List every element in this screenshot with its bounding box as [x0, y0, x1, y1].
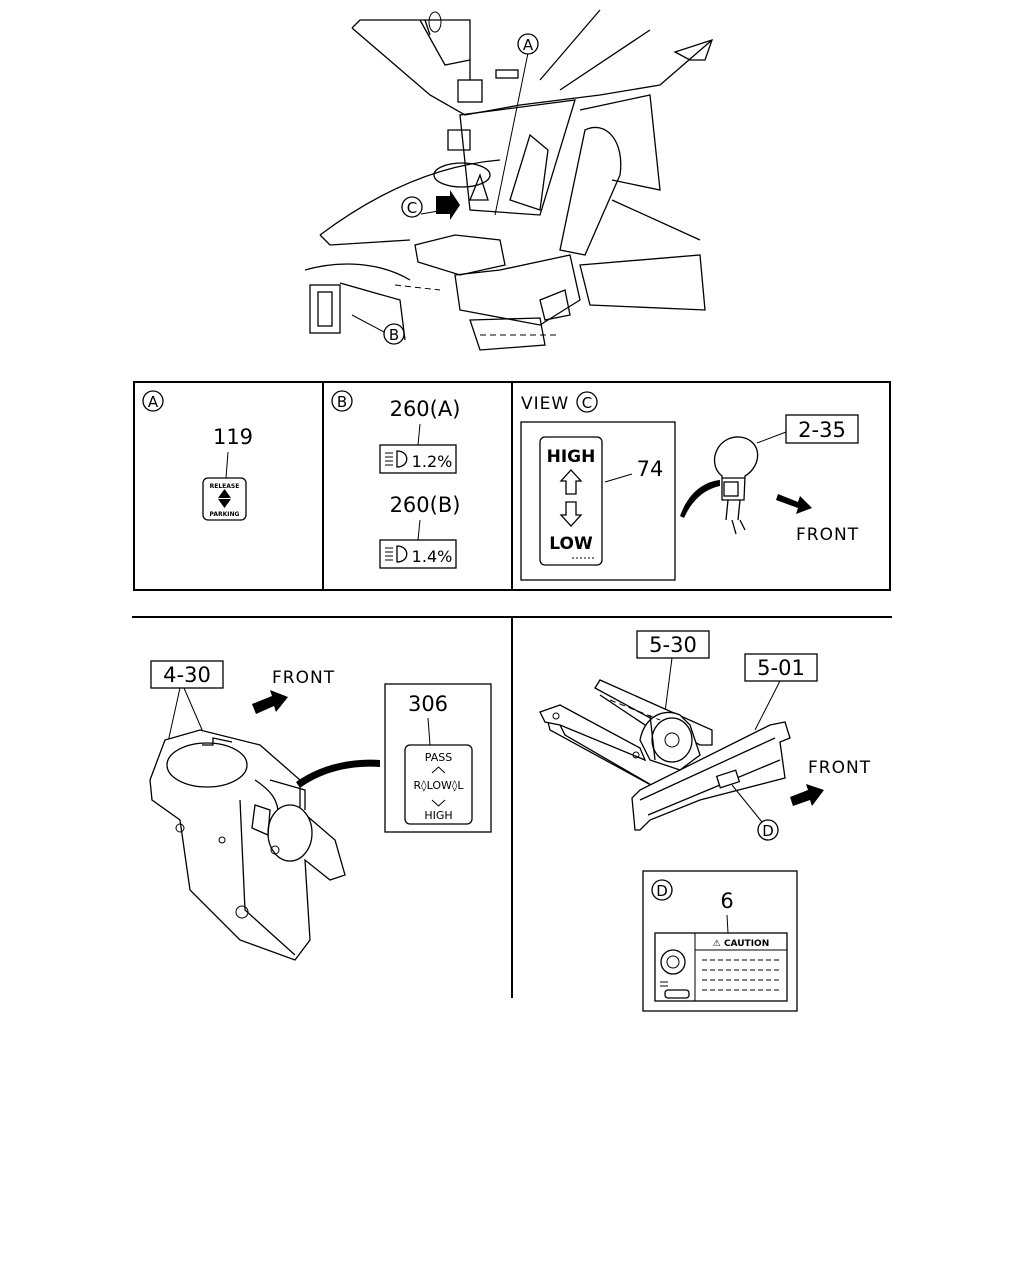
- panel-a-letter: A: [148, 393, 159, 411]
- frame-rail: [539, 679, 791, 831]
- release-text: RELEASE: [210, 483, 240, 490]
- callout-a: A: [523, 36, 534, 54]
- panel-d-frame: [642, 870, 798, 1012]
- front-arrow-icon: [252, 690, 288, 714]
- down-arrow-icon: [559, 501, 583, 527]
- column-bracket: [149, 729, 346, 961]
- callout-d: D: [762, 822, 774, 840]
- dimmer-switch-inset: [384, 683, 492, 833]
- panel-a: A 119 RELEASE PARKING: [142, 390, 253, 521]
- callout-c: C: [407, 199, 417, 217]
- aim-value-a: 1.2%: [412, 452, 453, 471]
- parking-text: PARKING: [210, 511, 240, 518]
- callout-b: B: [389, 326, 399, 344]
- front-label-c: FRONT: [796, 525, 859, 545]
- panel-b-letter: B: [337, 393, 347, 411]
- part-number-306: 306: [408, 692, 448, 716]
- part-number-2-35: 2-35: [798, 418, 846, 442]
- panel-4-30: 4-30 FRONT 306 PASS R◊LOW◊L: [149, 660, 492, 961]
- high-low-plate: [539, 436, 603, 566]
- front-label-5-01: FRONT: [808, 758, 871, 778]
- part-number-5-30: 5-30: [649, 633, 697, 657]
- part-number-box-5-01: [744, 653, 818, 682]
- low-text: R◊LOW◊L: [414, 779, 465, 792]
- front-label-4-30: FRONT: [272, 668, 335, 688]
- chevron-down-icon: [431, 799, 446, 807]
- panel-c-letter: C: [582, 394, 592, 412]
- cab-interior-overview: A C B: [304, 9, 714, 351]
- view-word: VIEW: [521, 394, 569, 414]
- panel-d-letter: D: [656, 882, 668, 900]
- part-number-box-4-30: [150, 660, 224, 689]
- crossmember-mount: [639, 711, 701, 771]
- panel-b: B 260(A) 1.2% 260(B) 1.4%: [331, 390, 461, 569]
- pass-text: PASS: [425, 751, 452, 764]
- part-number-260b: 260(B): [390, 493, 461, 517]
- aim-value-b: 1.4%: [412, 547, 453, 566]
- front-arrow-icon: [790, 784, 824, 806]
- headlamp-aim-label-a: [379, 444, 457, 474]
- caution-text: ⚠ CAUTION: [713, 939, 769, 949]
- headlamp-aim-label-b: [379, 539, 457, 569]
- part-number-box-5-30: [636, 630, 710, 659]
- panel-5-30: 5-30 5-01 FRONT: [539, 630, 871, 841]
- part-number-box-2-35: [785, 414, 859, 444]
- part-number-74: 74: [637, 457, 664, 481]
- part-number-119: 119: [213, 425, 253, 449]
- panel-view-c: VIEW C HIGH LOW 74 2-35 FRONT: [520, 391, 859, 581]
- part-number-260a: 260(A): [390, 397, 461, 421]
- up-arrow-icon: [559, 469, 583, 495]
- headlamp-icon: [385, 450, 408, 468]
- panel-d: D 6 ⚠ CAUTION: [642, 870, 798, 1012]
- chevron-up-icon: [431, 766, 446, 774]
- shift-knob: [713, 436, 759, 535]
- high-text: HIGH: [424, 809, 452, 822]
- part-number-5-01: 5-01: [757, 656, 805, 680]
- pass-low-high-plate: [404, 744, 473, 825]
- high-text: HIGH: [547, 447, 596, 467]
- part-number-4-30: 4-30: [163, 663, 211, 687]
- front-arrow-icon: [776, 494, 812, 514]
- headlamp-icon: [385, 545, 408, 563]
- low-text: LOW: [549, 534, 593, 554]
- view-c-inset: [520, 421, 676, 581]
- part-number-6: 6: [720, 889, 733, 913]
